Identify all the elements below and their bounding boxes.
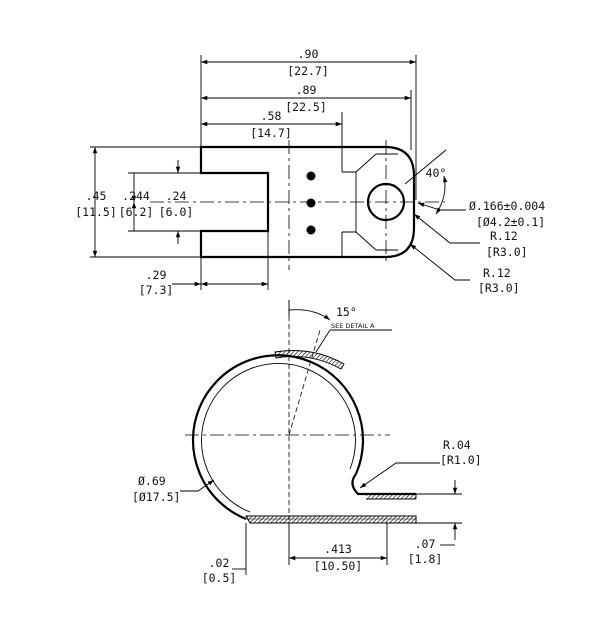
dim-tab-length-mm: [10.50] xyxy=(314,559,362,573)
hatch-band-upper xyxy=(274,350,345,370)
dim-slot-depth: .29 xyxy=(146,268,167,282)
dim-radius-lower: R.12 xyxy=(483,266,511,280)
dim-angle-40: 40° xyxy=(426,166,447,180)
dim-radius-lower-mm: [R3.0] xyxy=(478,281,520,295)
clip-loop xyxy=(191,354,365,521)
side-view: 15° SEE DETAIL A R.04 [R1.0] Ø.69 [Ø17.5… xyxy=(132,300,482,585)
top-view: .90 [22.7] .89 [22.5] .58 [14.7] .45 [11… xyxy=(75,47,545,297)
hatch-tab xyxy=(366,494,416,499)
rivet-dot xyxy=(306,225,316,235)
detail-a-note: SEE DETAIL A xyxy=(331,322,375,330)
dim-radius-small: R.04 xyxy=(443,438,471,452)
dim-mid-height-mm: [6.2] xyxy=(119,205,154,219)
dim-height: .45 xyxy=(86,189,107,203)
dim-radius-upper: R.12 xyxy=(490,229,518,243)
dim-slot-to-center-mm: [14.7] xyxy=(250,126,292,140)
dim-hole-diameter: Ø.166±0.004 xyxy=(469,199,545,213)
hatch-band-lower xyxy=(245,515,417,524)
dim-overall-width: .90 xyxy=(298,47,319,61)
dim-angle-15: 15° xyxy=(336,305,357,319)
dim-radius-upper-mm: [R3.0] xyxy=(486,245,528,259)
dim-slot-height-mm: [6.0] xyxy=(159,205,194,219)
dim-gap-mm: [1.8] xyxy=(408,552,443,566)
clip-top-outline xyxy=(199,145,416,259)
rivet-dot xyxy=(306,171,316,181)
dim-overall-width-mm: [22.7] xyxy=(287,64,329,78)
dim-diameter: Ø.69 xyxy=(138,474,166,488)
dim-slot-to-center: .58 xyxy=(261,109,282,123)
dim-thickness: .02 xyxy=(209,556,230,570)
dim-slot-depth-mm: [7.3] xyxy=(139,283,174,297)
dim-mid-height: .244 xyxy=(122,189,150,203)
dim-slot-height: .24 xyxy=(166,189,187,203)
dim-width-to-tangent: .89 xyxy=(296,83,317,97)
dim-thickness-mm: [0.5] xyxy=(202,571,237,585)
rivet-dot xyxy=(306,198,316,208)
dim-gap: .07 xyxy=(415,537,436,551)
dim-diameter-mm: [Ø17.5] xyxy=(132,490,180,504)
clip-loop-inner xyxy=(201,363,356,513)
dim-radius-small-mm: [R1.0] xyxy=(440,453,482,467)
dim-hole-diameter-mm: [Ø4.2±0.1] xyxy=(476,215,545,229)
dim-width-to-tangent-mm: [22.5] xyxy=(285,100,327,114)
dim-height-mm: [11.5] xyxy=(75,205,117,219)
dim-tab-length: .413 xyxy=(324,542,352,556)
